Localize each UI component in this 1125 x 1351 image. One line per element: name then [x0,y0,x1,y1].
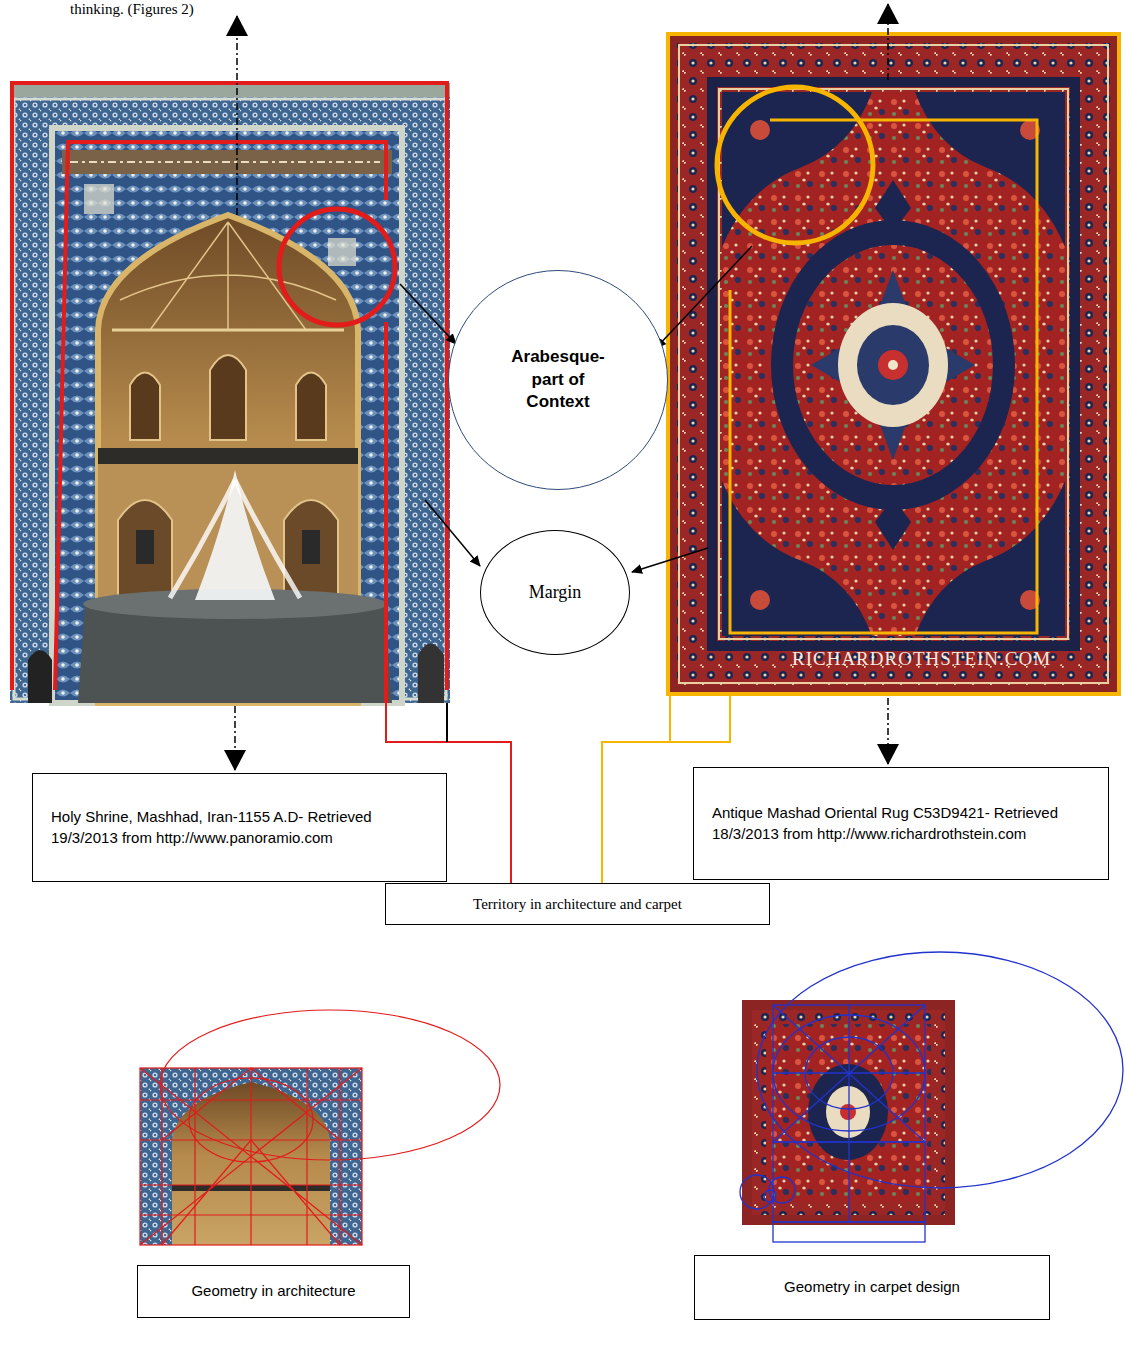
highlight-circle [717,87,873,243]
pointer-arrow [400,246,752,572]
caption-text: Antique Mashad Oriental Rug C53D9421- Re… [694,803,1072,844]
dashdot-arrow [235,4,888,770]
figure-reference: thinking. (Figures 2) [70,1,194,18]
concept-circle: Arabesque- part of Context [448,270,668,490]
caption-box: Antique Mashad Oriental Rug C53D9421- Re… [693,767,1109,880]
caption-box: Holy Shrine, Mashhad, Iran-1155 A.D- Ret… [32,773,447,882]
geometry-carpet [740,952,1123,1242]
shrine-photo [10,83,450,703]
caption-text: Geometry in carpet design [784,1277,960,1297]
caption-box: Geometry in architecture [137,1265,410,1318]
concept-label: Margin [529,580,582,604]
watermark: RICHARDROTHSTEIN.COM [792,648,1051,670]
concept-label: Arabesque- part of Context [502,346,614,415]
caption-box: Territory in architecture and carpet [385,883,770,925]
territory-frame [668,34,1119,694]
territory-frame [12,83,447,703]
concept-circle: Margin [480,530,630,655]
geometry-architecture [140,1010,500,1245]
highlight-circle [279,209,395,325]
caption-text: Territory in architecture and carpet [473,894,682,914]
caption-box: Geometry in carpet design [694,1255,1050,1320]
carpet-photo [667,33,1120,695]
caption-text: Holy Shrine, Mashhad, Iran-1155 A.D- Ret… [33,807,386,848]
caption-text: Geometry in architecture [191,1281,355,1301]
